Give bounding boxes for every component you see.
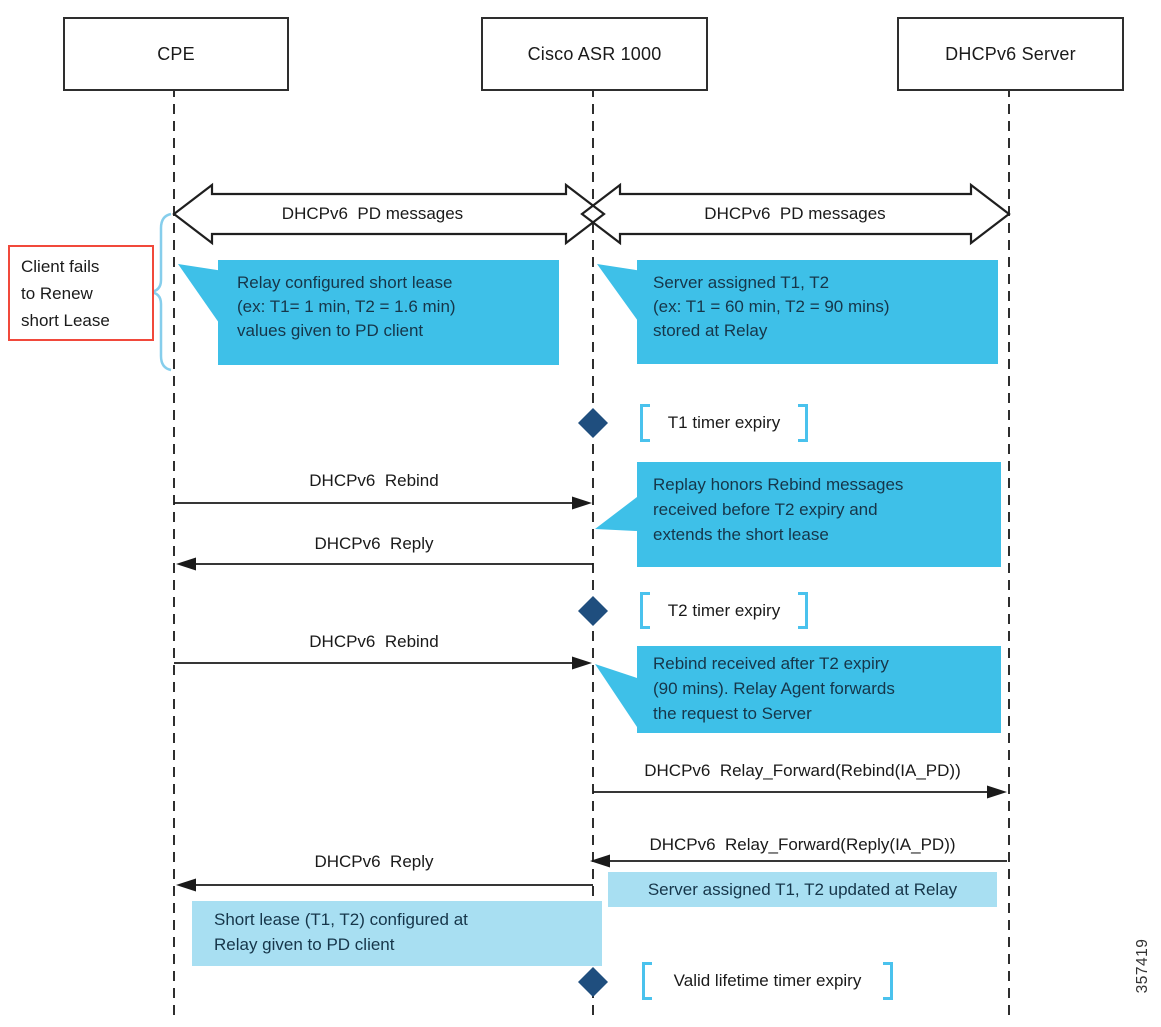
callout-line: extends the short lease (653, 525, 829, 544)
pd-messages-label-left: DHCPv6 PD messages (281, 204, 464, 223)
bracket-right-icon (798, 592, 808, 629)
note-server-assigned-updated: Server assigned T1, T2 updated at Relay (608, 872, 997, 907)
pd-arrow-right-body (582, 185, 1009, 243)
note-line: Relay given to PD client (214, 935, 395, 954)
callout-line: Replay honors Rebind messages (653, 475, 904, 494)
side-note-line: to Renew (21, 284, 93, 303)
bracket-left-icon (642, 962, 652, 1000)
callout-line: stored at Relay (653, 321, 768, 340)
timer-event-diamond-t2 (578, 596, 608, 626)
bracket-left-icon (640, 404, 650, 442)
timer-label-text: Valid lifetime timer expiry (673, 971, 862, 990)
bracket-left-icon (640, 592, 650, 629)
arrowhead-rebind-2 (572, 656, 592, 670)
arrowhead-reply-1 (176, 557, 196, 571)
entity-label-asr1000: Cisco ASR 1000 (527, 43, 662, 64)
entity-box-dhcpv6-server: DHCPv6 Server (897, 17, 1124, 91)
pd-arrow-left-body (174, 185, 604, 243)
message-label-reply-2: DHCPv6 Reply (314, 852, 434, 871)
callout-line: received before T2 expiry and (653, 500, 878, 519)
side-note-client-fails: Client fails to Renew short Lease (8, 245, 154, 341)
timer-label-text: T1 timer expiry (667, 413, 781, 432)
callout-line: values given to PD client (237, 321, 424, 340)
timer-label-t1: T1 timer expiry (640, 404, 808, 442)
entity-box-cpe: CPE (63, 17, 289, 91)
callout-line: Rebind received after T2 expiry (653, 654, 889, 673)
callout-tail-rebind-received (595, 664, 637, 727)
bracket-right-icon (883, 962, 893, 1000)
callout-tail-replay-honors (595, 497, 637, 531)
message-label-relay-forward-reply: DHCPv6 Relay_Forward(Reply(IA_PD)) (649, 835, 956, 854)
arrowhead-relay-forward-reply (590, 854, 610, 868)
arrowhead-relay-forward-rebind (987, 785, 1007, 799)
entity-label-cpe: CPE (157, 43, 195, 64)
callout-line: (ex: T1= 1 min, T2 = 1.6 min) (237, 297, 456, 316)
entity-box-asr1000: Cisco ASR 1000 (481, 17, 708, 91)
pd-messages-label-right: DHCPv6 PD messages (704, 204, 886, 223)
callout-line: Relay configured short lease (237, 273, 453, 292)
timer-label-text: T2 timer expiry (667, 600, 781, 620)
note-short-lease-configured: Short lease (T1, T2) configured at Relay… (192, 901, 602, 966)
note-line: Short lease (T1, T2) configured at (214, 910, 468, 929)
callout-server-assigned: Server assigned T1, T2 (ex: T1 = 60 min,… (637, 260, 998, 364)
callout-rebind-received: Rebind received after T2 expiry (90 mins… (637, 646, 1001, 733)
message-label-rebind-2: DHCPv6 Rebind (309, 632, 439, 651)
timer-event-diamond-t1 (578, 408, 608, 438)
side-note-line: short Lease (21, 311, 110, 330)
callout-line: Server assigned T1, T2 (653, 273, 830, 292)
pd-arrow-left-outline (172, 182, 606, 246)
entity-label-dhcpv6-server: DHCPv6 Server (945, 43, 1076, 64)
callout-line: (90 mins). Relay Agent forwards (653, 679, 895, 698)
arrowhead-reply-2 (176, 878, 196, 892)
message-label-reply-1: DHCPv6 Reply (314, 534, 434, 553)
timer-label-t2: T2 timer expiry (640, 592, 808, 629)
message-label-rebind-1: DHCPv6 Rebind (309, 471, 439, 490)
message-label-relay-forward-rebind: DHCPv6 Relay_Forward(Rebind(IA_PD)) (644, 761, 961, 780)
arrowhead-rebind-1 (572, 496, 592, 510)
callout-relay-configured: Relay configured short lease (ex: T1= 1 … (218, 260, 559, 365)
side-note-line: Client fails (21, 257, 100, 276)
bracket-right-icon (798, 404, 808, 442)
callout-line: (ex: T1 = 60 min, T2 = 90 mins) (653, 297, 890, 316)
timer-label-valid-lifetime: Valid lifetime timer expiry (642, 962, 893, 1000)
figure-number: 357419 (1134, 938, 1151, 994)
timer-event-diamond-valid-lifetime (578, 967, 608, 997)
callout-replay-honors: Replay honors Rebind messages received b… (637, 462, 1001, 567)
callout-line: the request to Server (653, 704, 812, 723)
pd-arrow-right-outline (580, 182, 1011, 246)
